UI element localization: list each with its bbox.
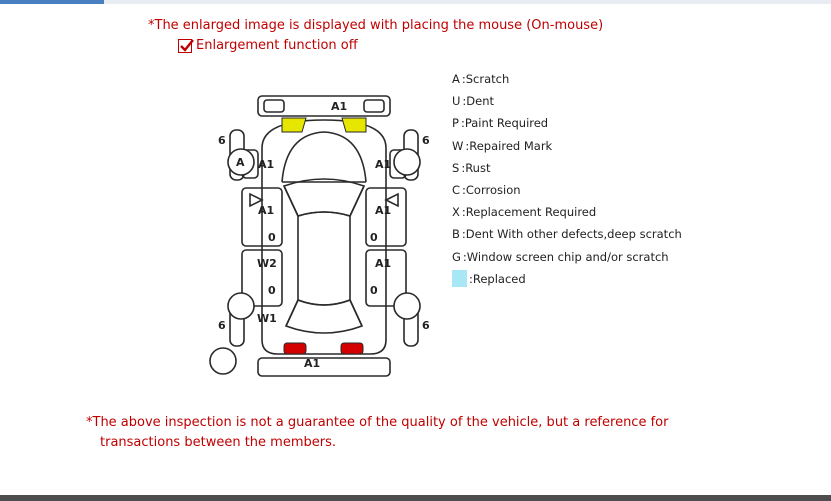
legend-item: G: Window screen chip and/or scratch	[452, 249, 669, 264]
label-right-front-door: A1	[375, 204, 391, 217]
checkmark-icon	[180, 38, 194, 52]
legend-item: A:Scratch	[452, 72, 510, 87]
label-left-rear-quarter: W1	[257, 312, 277, 325]
label-left-front-door: A1	[258, 204, 274, 217]
label-front-left-fender: A1	[258, 158, 274, 171]
label-left-sill-rear: 0	[268, 284, 276, 297]
label-right-rear-door: A1	[375, 257, 391, 270]
spare-tire[interactable]	[209, 347, 237, 375]
headlight-left	[281, 117, 307, 133]
legend-item: C:Corrosion	[452, 183, 521, 198]
replaced-swatch	[452, 270, 467, 288]
enlarge-notice: *The enlarged image is displayed with pl…	[148, 18, 604, 33]
label-front-bumper: A1	[331, 100, 347, 113]
legend-item: P:Paint Required	[452, 116, 549, 131]
label-tire-front-left: 6	[218, 134, 226, 147]
active-tab-indicator[interactable]	[0, 0, 104, 4]
taillight-right	[340, 342, 364, 355]
legend-item: B:Dent With other defects,deep scratch	[452, 227, 682, 242]
legend-item: W:Repaired Mark	[452, 138, 553, 153]
front-bumper-outline[interactable]	[257, 95, 391, 117]
label-front-left-wheel-marker: A	[236, 156, 245, 169]
roof-outline[interactable]	[297, 211, 351, 306]
inspection-disclaimer: *The above inspection is not a guarantee…	[86, 413, 726, 453]
label-rear-bumper: A1	[304, 357, 320, 370]
bottom-bar	[0, 495, 831, 501]
body-outline[interactable]	[261, 119, 387, 355]
legend-item: U:Dent	[452, 94, 495, 109]
label-left-sill-front: 0	[268, 231, 276, 244]
label-tire-front-right: 6	[422, 134, 430, 147]
legend-item: X:Replacement Required	[452, 205, 597, 220]
label-right-sill-front: 0	[370, 231, 378, 244]
label-front-right-fender: A1	[375, 158, 391, 171]
legend-item-replaced: :Replaced	[452, 268, 682, 290]
label-tire-rear-right: 6	[422, 319, 430, 332]
enlargement-toggle[interactable]: Enlargement function off	[178, 38, 358, 53]
taillight-left	[283, 342, 307, 355]
rear-bumper-outline[interactable]	[257, 357, 391, 377]
label-tire-rear-left: 6	[218, 319, 226, 332]
top-tab-strip	[0, 0, 831, 4]
legend-item: S:Rust	[452, 160, 491, 175]
headlight-right	[341, 117, 367, 133]
enlargement-checkbox[interactable]	[178, 38, 194, 53]
disclaimer-line-1: *The above inspection is not a guarantee…	[86, 415, 669, 430]
enlargement-label: Enlargement function off	[196, 38, 358, 53]
label-right-sill-rear: 0	[370, 284, 378, 297]
damage-legend: A:Scratch U:Dent P:Paint Required W:Repa…	[452, 68, 682, 290]
disclaimer-line-2: transactions between the members.	[100, 435, 336, 450]
label-left-rear-door: W2	[257, 257, 277, 270]
